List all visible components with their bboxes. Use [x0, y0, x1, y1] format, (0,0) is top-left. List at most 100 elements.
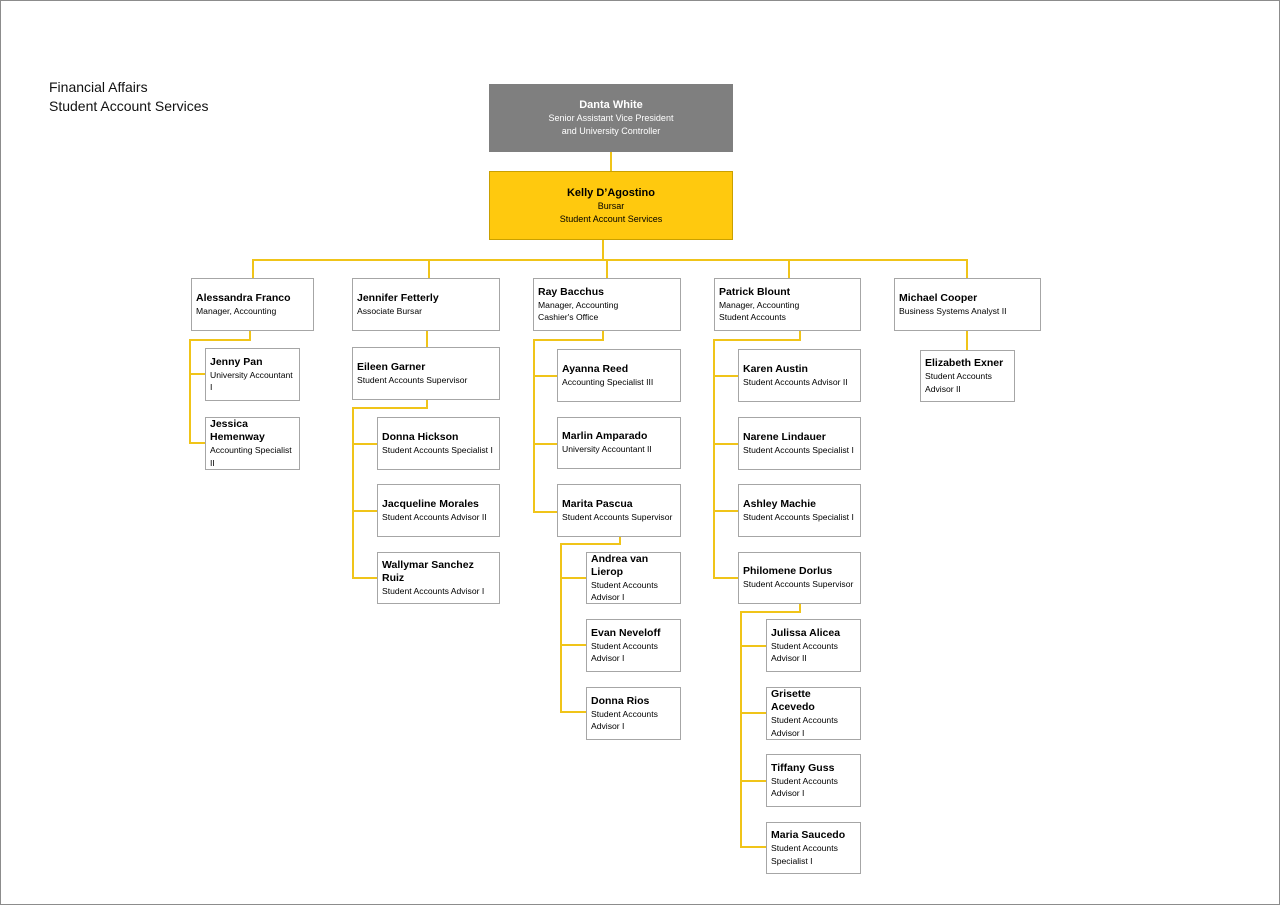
connector-line: [740, 645, 767, 647]
connector-line: [352, 510, 378, 512]
connector-line: [713, 443, 739, 445]
connector-line: [533, 511, 558, 513]
person-name: Evan Neveloff: [591, 626, 661, 639]
person-name: Danta White: [579, 99, 643, 111]
connector-line: [252, 259, 968, 261]
person-name: Patrick Blount: [719, 285, 791, 298]
job-title: Associate Bursar: [357, 305, 422, 316]
job-title: Student Accounts Specialist I: [743, 444, 854, 455]
person-name: Michael Cooper: [899, 291, 978, 304]
job-title: Student Accounts Supervisor: [562, 511, 673, 522]
job-title: Bursar: [597, 200, 625, 211]
person-name: Grisette Acevedo: [771, 688, 815, 713]
job-title: Student Accounts Advisor I: [591, 640, 658, 664]
connector-line: [560, 543, 562, 713]
header-unit: Student Account Services: [49, 98, 209, 114]
connector-line: [189, 339, 191, 444]
connector-line: [426, 330, 428, 348]
job-title: Business Systems Analyst II: [899, 305, 1007, 316]
connector-line: [252, 259, 254, 279]
connector-line: [799, 603, 801, 613]
header-department: Financial Affairs: [49, 79, 148, 95]
person-name: Ray Bacchus: [538, 285, 604, 298]
connector-line: [713, 339, 801, 341]
job-title: Student Accounts Advisor II: [382, 511, 487, 522]
person-name: Marlin Amparado: [562, 430, 648, 443]
person-name: Jenny Pan: [210, 355, 263, 368]
job-title: Cashier's Office: [538, 312, 599, 322]
job-title: Student Accounts Supervisor: [743, 579, 854, 590]
job-title: Student Accounts Specialist I: [771, 843, 838, 866]
job-title: Student Accounts: [719, 312, 786, 322]
job-title: Student Accounts Supervisor: [357, 374, 468, 385]
person-name: Narene Lindauer: [743, 430, 826, 443]
connector-line: [740, 846, 767, 848]
connector-line: [352, 577, 378, 579]
person-name: Tiffany Guss: [771, 761, 835, 774]
connector-line: [352, 407, 354, 579]
person-name: Julissa Alicea: [771, 626, 841, 639]
person-name: Elizabeth Exner: [925, 357, 1004, 369]
connector-line: [713, 577, 739, 579]
job-title: Student Accounts Advisor II: [743, 376, 848, 387]
connector-line: [533, 443, 558, 445]
connector-line: [533, 339, 604, 341]
person-name: Donna Hickson: [382, 430, 459, 443]
connector-line: [740, 611, 742, 848]
connector-line: [249, 330, 251, 341]
job-title: Manager, Accounting: [196, 305, 277, 316]
connector-line: [352, 443, 378, 445]
connector-line: [619, 536, 621, 545]
person-name: Jennifer Fetterly: [357, 291, 439, 304]
connector-line: [713, 510, 739, 512]
person-name: Kelly D’Agostino: [566, 186, 655, 199]
connector-line: [560, 577, 587, 579]
connector-line: [560, 711, 587, 713]
connector-line: [740, 712, 767, 714]
connector-line: [533, 339, 535, 513]
connector-line: [606, 259, 608, 279]
job-title: Student Accounts Advisor I: [591, 579, 658, 603]
connector-line: [740, 611, 801, 613]
job-title: Manager, Accounting: [719, 299, 800, 310]
job-title: Student Accounts Advisor I: [591, 708, 658, 732]
connector-line: [428, 259, 430, 279]
connector-line: [189, 442, 206, 444]
person-name: Maria Saucedo: [771, 829, 846, 841]
person-name: Ayanna Reed: [562, 362, 629, 375]
person-name: Karen Austin: [743, 362, 808, 375]
connector-line: [560, 543, 621, 545]
page-header: Financial Affairs Student Account Servic…: [49, 78, 209, 116]
person-name: Jessica Hemenway: [210, 418, 265, 443]
connector-line: [426, 399, 428, 409]
job-title: Manager, Accounting: [538, 299, 619, 310]
job-title: University Accountant I: [210, 369, 293, 393]
connector-line: [966, 330, 968, 351]
job-title: Student Accounts Advisor I: [771, 775, 838, 799]
person-name: Ashley Machie: [743, 497, 816, 510]
connector-line: [602, 330, 604, 341]
connector-line: [189, 339, 251, 341]
person-name: Donna Rios: [591, 694, 650, 707]
job-title: Senior Assistant Vice President: [548, 113, 674, 123]
job-title: and University Controller: [561, 126, 661, 136]
